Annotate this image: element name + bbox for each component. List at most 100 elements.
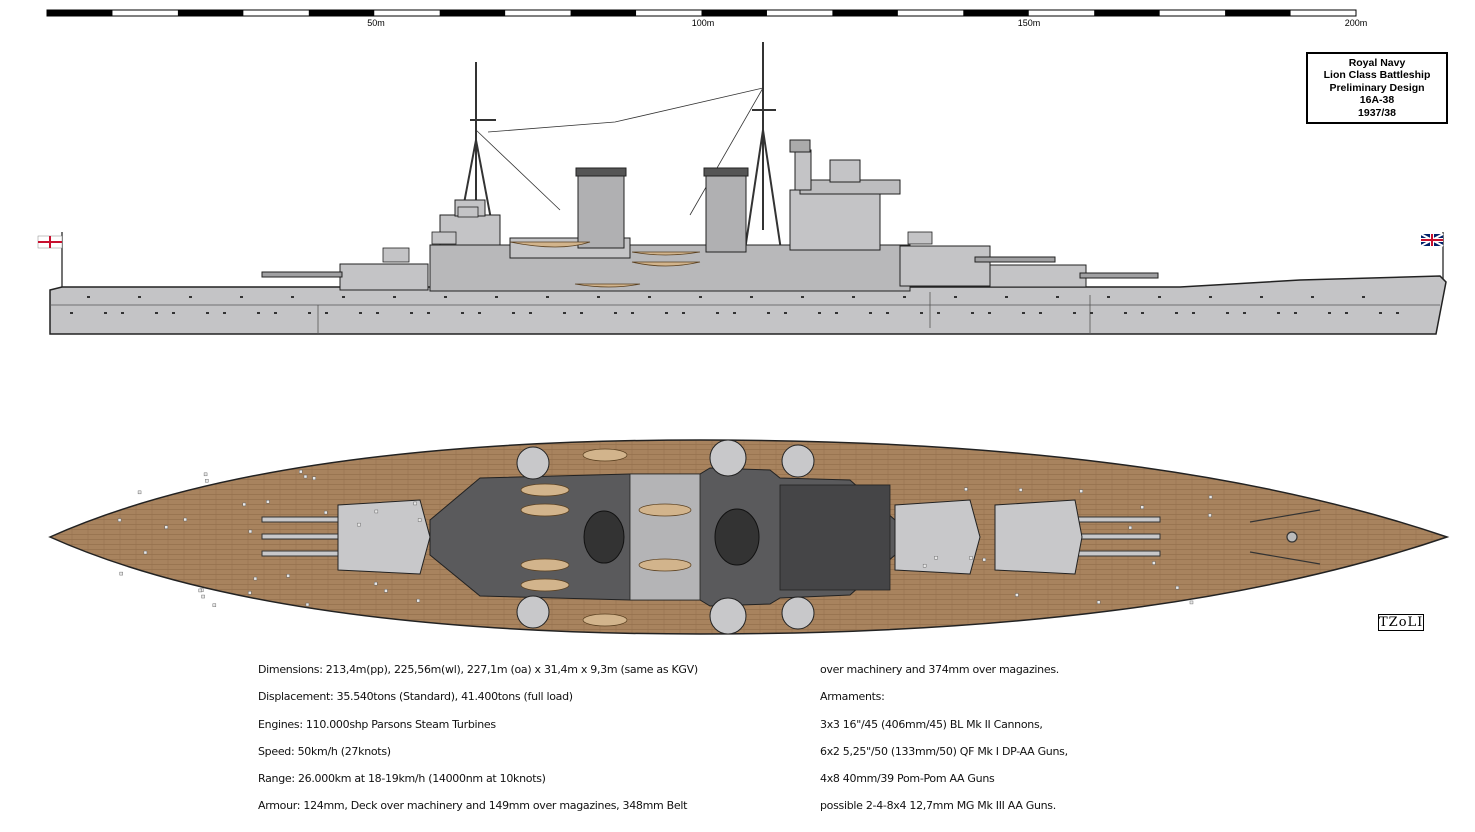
porthole [988, 312, 991, 314]
porthole [410, 312, 413, 314]
porthole [274, 312, 277, 314]
ship-plan-view [48, 439, 1450, 635]
porthole [699, 296, 702, 298]
porthole [444, 296, 447, 298]
deck-fitting [982, 557, 986, 562]
scale-segment [47, 10, 113, 16]
scale-segment [701, 10, 767, 16]
scale-segment [1225, 10, 1291, 16]
porthole [716, 312, 719, 314]
porthole [920, 312, 923, 314]
deck-fitting [212, 603, 217, 607]
deck-fitting [324, 510, 328, 515]
deck-fitting [248, 591, 252, 595]
deck-fitting [286, 574, 290, 578]
deck-fitting [203, 472, 208, 477]
spec-range: Range: 26.000km at 18-19km/h (14000nm at… [258, 772, 546, 786]
deck-fitting [305, 602, 310, 607]
porthole [342, 296, 345, 298]
title-design: Preliminary Design [1329, 81, 1425, 94]
porthole [937, 312, 940, 314]
scale-segment [963, 10, 1029, 16]
funnel-fore-top [714, 508, 760, 566]
deck-fitting [253, 576, 258, 581]
title-class: Lion Class Battleship [1323, 69, 1431, 82]
bow-anchor-gear [1249, 509, 1321, 565]
deck-fitting [303, 474, 308, 479]
porthole [1328, 312, 1331, 314]
porthole [529, 312, 532, 314]
deck-fitting [164, 525, 168, 529]
plan-turret-b [994, 499, 1161, 575]
porthole [1141, 312, 1144, 314]
deck-fitting [143, 550, 148, 555]
deck-fitting [964, 487, 968, 491]
porthole [1260, 296, 1263, 298]
deck-fitting [266, 500, 270, 504]
scale-label-200m: 200m [1345, 18, 1368, 28]
porthole [427, 312, 430, 314]
porthole [1175, 312, 1178, 314]
scale-segment [439, 10, 506, 16]
spec-engines: Engines: 110.000shp Parsons Steam Turbin… [258, 717, 496, 731]
turret-a [899, 245, 1056, 287]
porthole [1226, 312, 1229, 314]
deck-fitting [201, 594, 205, 599]
porthole [580, 312, 583, 314]
scale-segment [832, 10, 898, 16]
spec-secondary-guns: 6x2 5,25"/50 (133mm/50) QF Mk I DP-AA Gu… [820, 744, 1068, 758]
deck-fitting [1079, 489, 1083, 493]
spec-displacement: Displacement: 35.540tons (Standard), 41.… [258, 690, 573, 704]
deck-fitting [374, 509, 379, 514]
porthole [172, 312, 175, 314]
boats [509, 241, 701, 288]
title-box: Royal Navy Lion Class Battleship Prelimi… [1306, 52, 1448, 124]
porthole [971, 312, 974, 314]
spec-pompom: 4x8 40mm/39 Pom-Pom AA Guns [820, 772, 995, 786]
plan-boats [520, 448, 692, 627]
deck-fitting [417, 518, 422, 522]
porthole [648, 296, 651, 298]
deck-fitting [1189, 600, 1194, 605]
porthole [70, 312, 73, 314]
funnel-aft-top [583, 510, 625, 564]
porthole [1379, 312, 1382, 314]
deck-fitting [1208, 495, 1213, 499]
deck-fitting [183, 517, 187, 522]
porthole [631, 312, 634, 314]
porthole [461, 312, 464, 314]
porthole [512, 312, 515, 314]
scale-segment [177, 10, 244, 16]
porthole [750, 296, 753, 298]
porthole [1396, 312, 1399, 314]
deck-fitting [242, 502, 246, 507]
deck-fitting [119, 571, 123, 576]
porthole [308, 312, 311, 314]
deck-fitting [248, 529, 253, 534]
porthole [257, 312, 260, 314]
ship-side-profile [37, 42, 1447, 335]
porthole [801, 296, 804, 298]
porthole [767, 312, 770, 314]
porthole [1345, 312, 1348, 314]
porthole [223, 312, 226, 314]
title-year: 1937/38 [1358, 106, 1396, 119]
porthole [155, 312, 158, 314]
turret-x [261, 263, 429, 291]
porthole [852, 296, 855, 298]
porthole [597, 296, 600, 298]
deck-fitting [1152, 561, 1156, 565]
porthole [733, 312, 736, 314]
deck-fitting [1018, 488, 1023, 492]
spec-armaments-heading: Armaments: [820, 690, 885, 704]
deck-fitting [357, 522, 361, 527]
deck-fitting [1096, 600, 1101, 604]
title-navy: Royal Navy [1348, 56, 1406, 69]
scale-segment [1094, 10, 1160, 16]
spec-speed: Speed: 50km/h (27knots) [258, 744, 391, 758]
portholes [70, 296, 1399, 314]
spec-armour-cont: over machinery and 374mm over magazines. [820, 663, 1059, 676]
funnels [575, 167, 749, 253]
deck-fitting [934, 556, 938, 560]
porthole [1090, 312, 1093, 314]
